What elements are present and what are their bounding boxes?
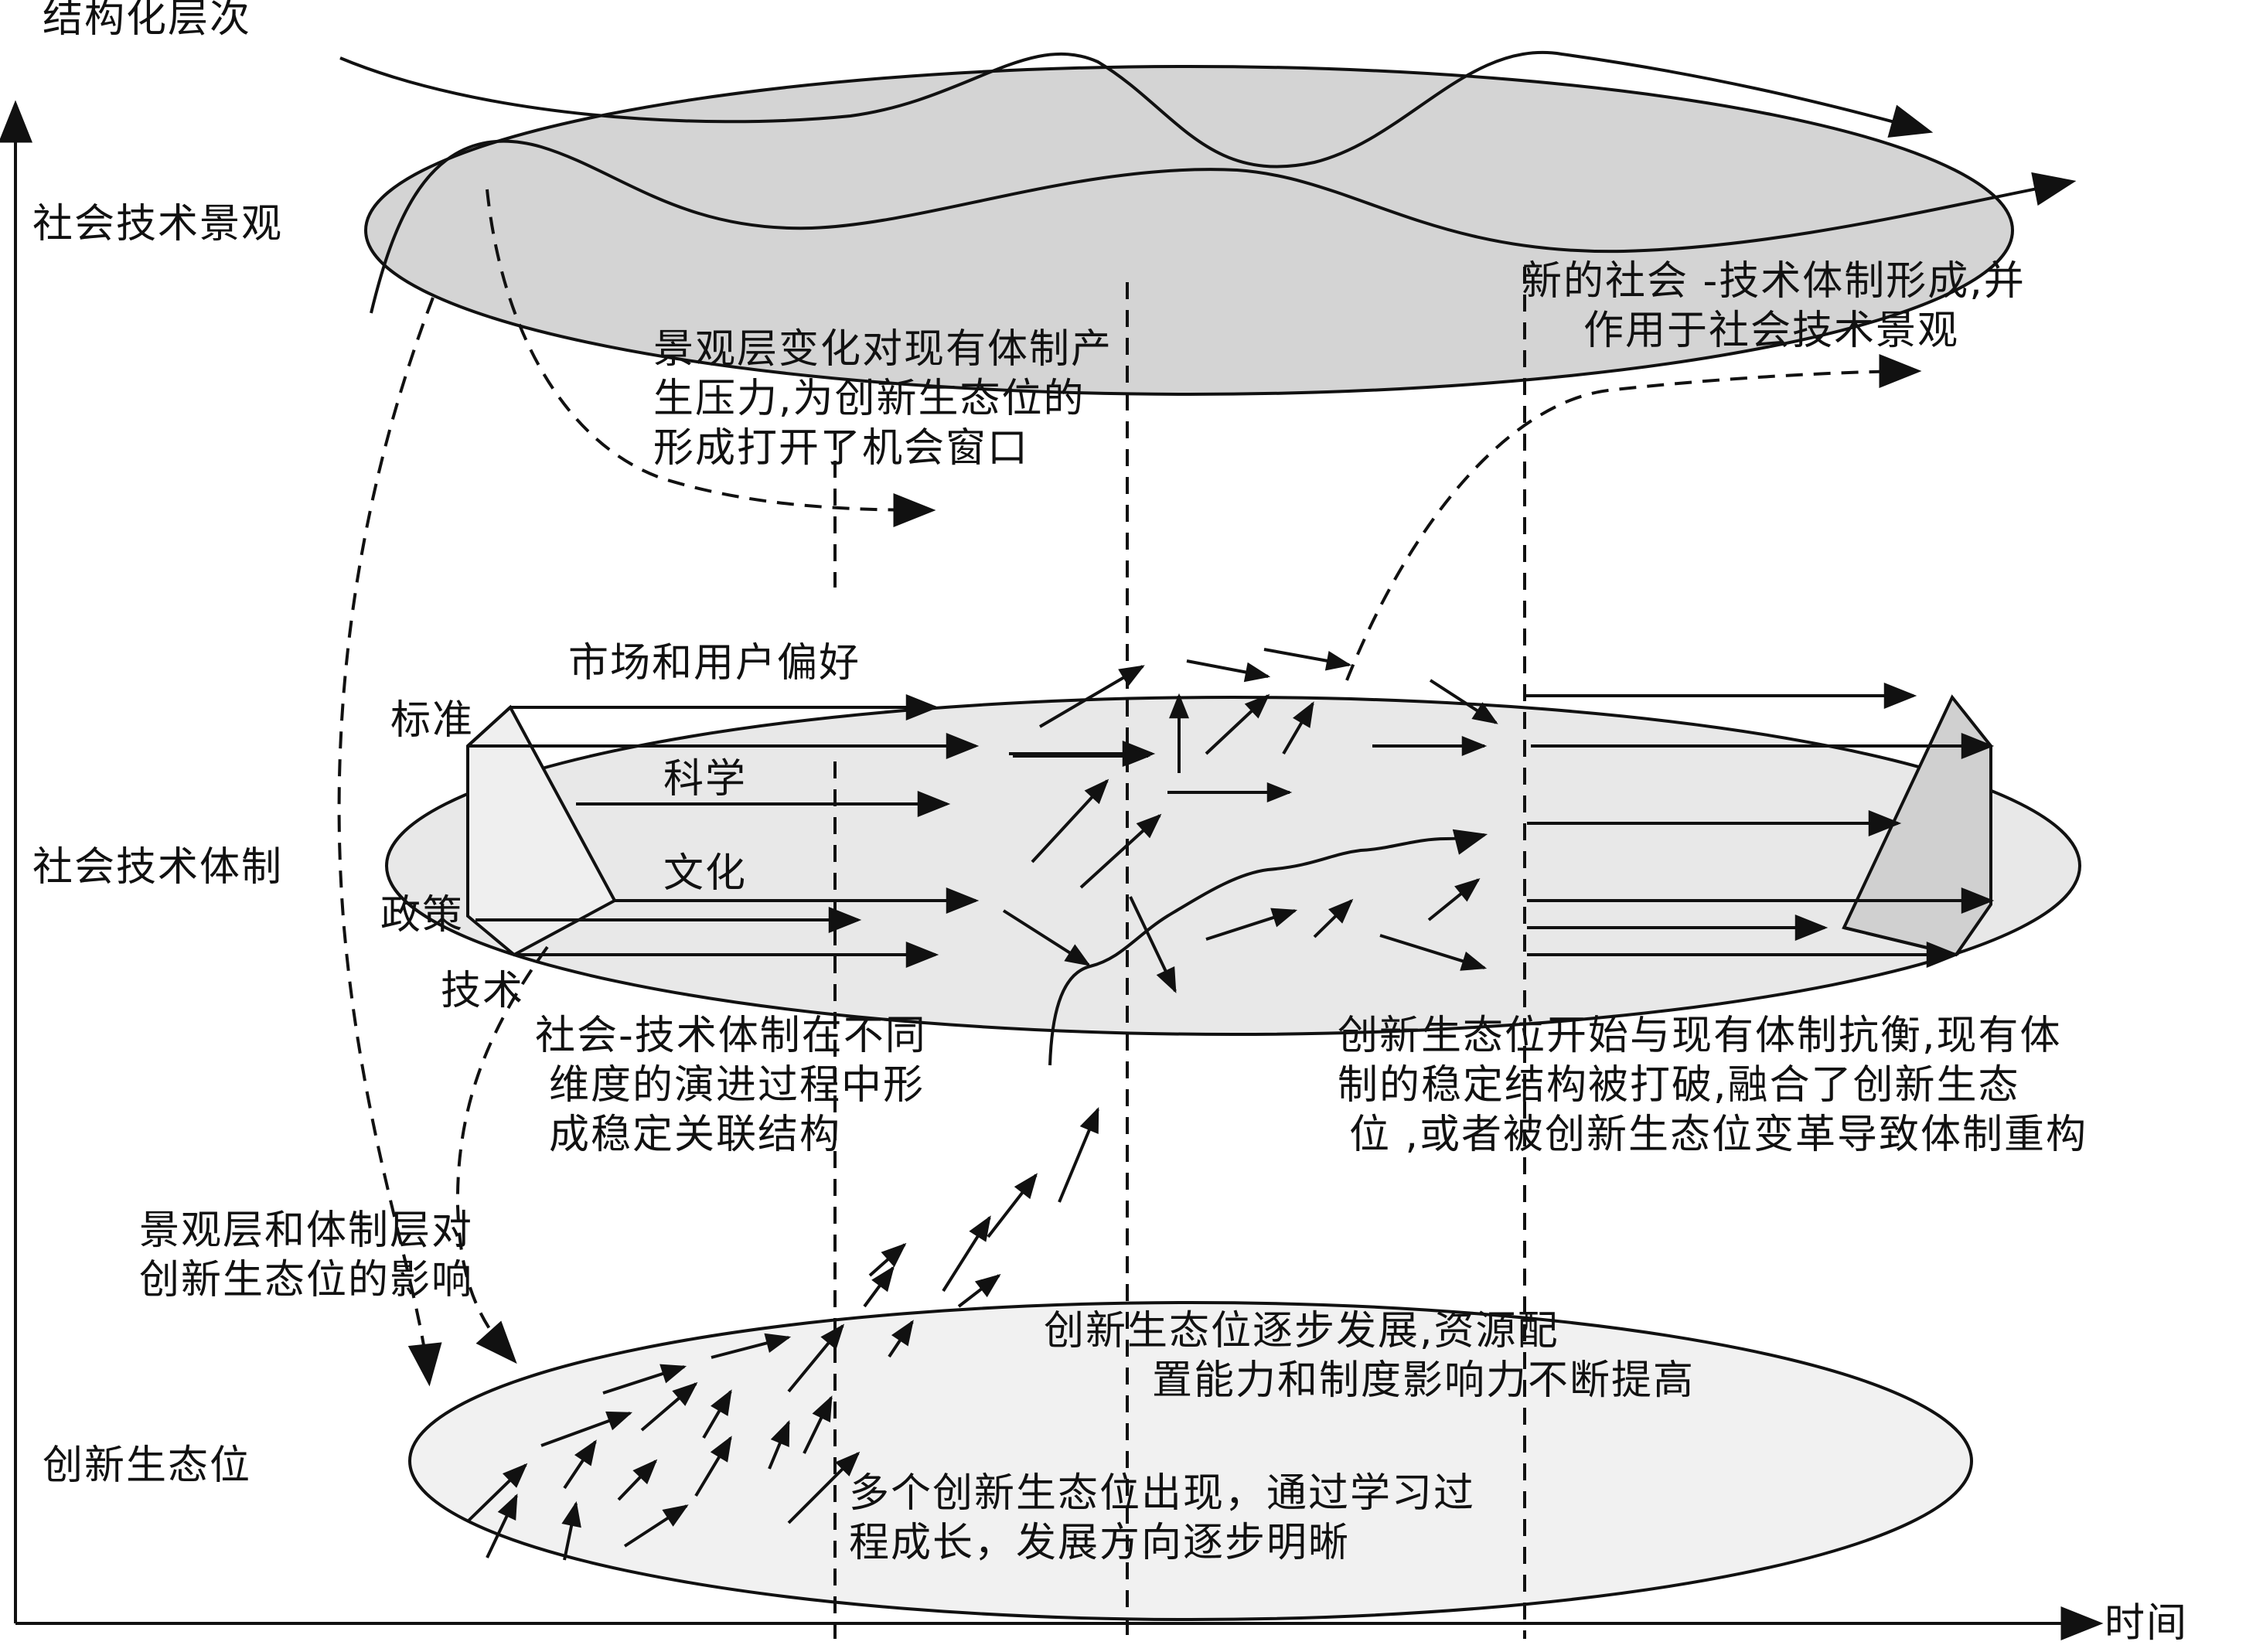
niche-arrows xyxy=(466,1107,1099,1561)
turbulence-arrow xyxy=(1205,908,1298,941)
turbulence-arrow xyxy=(1379,934,1488,971)
annotation-line: 景观层变化对现有体制产 xyxy=(653,326,1113,373)
landscape-trend-2 xyxy=(370,139,2077,314)
landscape-trend-1 xyxy=(339,51,1934,169)
science-dimension-label: 科学 xyxy=(663,756,748,802)
new-regime-feedback-arrow xyxy=(1345,354,1922,681)
annotation-line: 创新生态位的影响 xyxy=(139,1257,474,1303)
annotation-line: 成稳定关联结构 xyxy=(549,1112,842,1158)
niche-arrow xyxy=(942,1215,991,1293)
landscape-level-label: 社会技术景观 xyxy=(32,201,284,247)
annotation-line: 生压力,为创新生态位的 xyxy=(653,376,1086,422)
niche-arrow xyxy=(694,1436,732,1497)
niche-arrow xyxy=(768,1420,790,1470)
niche-arrow xyxy=(623,1504,689,1548)
niche-arrow xyxy=(987,1173,1038,1238)
annotation-line: 社会-技术体制在不同 xyxy=(535,1013,927,1059)
turbulence-arrow xyxy=(1313,898,1354,938)
turbulence-arrow xyxy=(1263,648,1352,671)
turbulence-arrow xyxy=(1002,909,1091,966)
standard-dimension-label: 标准 xyxy=(390,697,475,744)
landscape-pressure-arrow xyxy=(486,189,936,527)
new-regime-annotation: 新的社会 -技术体制形成,并 作用于社会技术景观 xyxy=(1522,257,2026,356)
niche-arrow xyxy=(563,1439,597,1490)
annotation-line: 景观层和体制层对 xyxy=(139,1207,474,1254)
regime-level-label: 社会技术体制 xyxy=(32,844,284,891)
regime-ellipse xyxy=(385,696,2081,1036)
regime-to-niche-arrow xyxy=(455,945,549,1364)
niche-arrow xyxy=(561,1500,581,1561)
niche-arrow xyxy=(711,1333,792,1359)
turbulence-arrow xyxy=(1129,896,1177,993)
niche-arrow xyxy=(466,1463,528,1523)
influence-arrows xyxy=(337,189,1922,1387)
annotation-line: 新的社会 -技术体制形成,并 xyxy=(1522,258,2026,305)
x-axis-label: 时间 xyxy=(2105,1600,2189,1647)
annotation-line: 多个创新生态位出现，通过学习过 xyxy=(849,1470,1476,1517)
turbulence-arrow xyxy=(1186,659,1271,683)
niche-level-label: 创新生态位 xyxy=(43,1443,252,1489)
niche-arrow xyxy=(702,1389,732,1439)
market-dimension-label: 市场和用户偏好 xyxy=(568,640,861,686)
annotation-line: 创新生态位逐步发展,资源配 xyxy=(1044,1308,1559,1354)
top-down-influence-annotation: 景观层和体制层对 创新生态位的影响 xyxy=(139,1206,473,1305)
turbulence-arrow xyxy=(1282,701,1314,755)
turbulence-arrow xyxy=(1038,665,1145,728)
turbulence-arrow xyxy=(1427,877,1481,921)
niche-emergence-annotation: 多个创新生态位出现，通过学习过 程成长，发展方向逐步明晰 xyxy=(849,1469,1475,1568)
niche-arrow xyxy=(957,1274,1001,1308)
turbulence-arrow xyxy=(1205,693,1270,755)
regime-evolution-annotation: 社会-技术体制在不同 维度的演进过程中形 成稳定关联结构 xyxy=(535,1011,927,1160)
landscape-to-niche-arrow xyxy=(337,297,442,1387)
y-axis-label: 结构化层次 xyxy=(43,0,252,42)
annotation-line: 位 ,或者被创新生态位变革导致体制重构 xyxy=(1349,1112,2088,1158)
axes xyxy=(0,100,2104,1640)
niche-arrow xyxy=(787,1323,845,1393)
niche-arrow xyxy=(868,1242,907,1277)
culture-dimension-label: 文化 xyxy=(663,850,748,897)
turbulence-arrow xyxy=(1079,813,1162,889)
annotation-line: 创新生态位开始与现有体制抗衡,现有体 xyxy=(1338,1013,2062,1059)
niche-arrow xyxy=(787,1451,861,1524)
niche-arrow xyxy=(602,1364,687,1395)
niche-breakthrough-path xyxy=(1048,829,1488,1066)
niche-arrow xyxy=(803,1395,833,1454)
annotation-line: 形成打开了机会窗口 xyxy=(653,425,1030,472)
annotation-line: 作用于社会技术景观 xyxy=(1583,308,1960,354)
niche-development-annotation: 创新生态位逐步发展,资源配 置能力和制度影响力不断提高 xyxy=(1044,1306,1693,1405)
niche-arrow xyxy=(486,1494,518,1558)
niche-ellipse xyxy=(408,1301,1973,1621)
policy-dimension-label: 政策 xyxy=(380,892,465,938)
annotation-line: 维度的演进过程中形 xyxy=(549,1062,925,1109)
niche-arrow xyxy=(640,1381,698,1432)
annotation-line: 置能力和制度影响力不断提高 xyxy=(1152,1357,1696,1404)
turbulence-arrow xyxy=(1031,778,1109,863)
niche-arrow xyxy=(863,1265,895,1308)
niche-arrow xyxy=(1058,1107,1099,1203)
technology-dimension-label: 技术 xyxy=(441,968,525,1014)
niche-arrow xyxy=(540,1411,633,1447)
landscape-ellipse xyxy=(364,65,2014,396)
niche-arrow xyxy=(888,1320,914,1358)
annotation-line: 制的稳定结构被打破,融合了创新生态 xyxy=(1338,1062,2020,1109)
landscape-pressure-annotation: 景观层变化对现有体制产 生压力,为创新生态位的 形成打开了机会窗口 xyxy=(653,325,1113,473)
regime-turbulence-arrows xyxy=(1002,648,1498,1066)
niche-arrow xyxy=(617,1459,658,1501)
niche-breakthrough-annotation: 创新生态位开始与现有体制抗衡,现有体 制的稳定结构被打破,融合了创新生态 位 ,… xyxy=(1338,1011,2086,1160)
turbulence-arrow xyxy=(1429,679,1498,724)
landscape-trends xyxy=(339,51,2077,314)
annotation-line: 程成长，发展方向逐步明晰 xyxy=(849,1520,1351,1566)
regime-dimension-arrows xyxy=(468,683,1995,968)
